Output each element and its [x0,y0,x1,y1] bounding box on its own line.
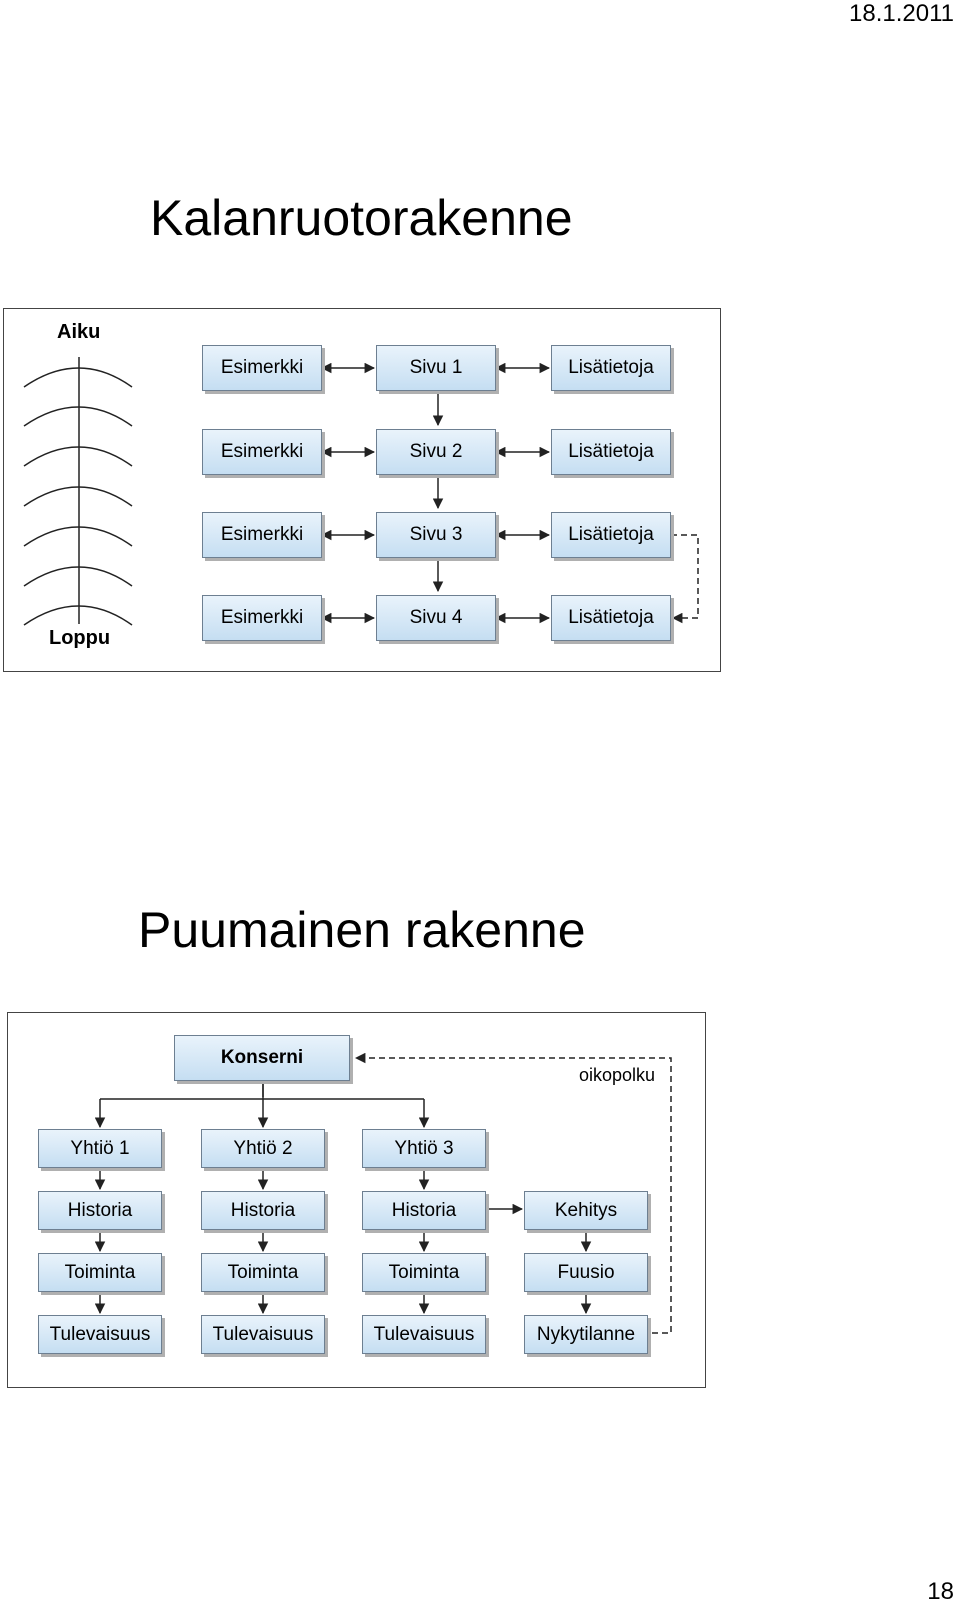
operations-box: Toiminta [38,1253,162,1292]
company-box: Yhtiö 1 [38,1129,162,1168]
history-box: Historia [362,1191,486,1230]
shortcut-dashed-arrow [354,1052,672,1334]
example-box: Esimerkki [202,345,322,391]
history-box: Historia [38,1191,162,1230]
fishbone-diagram: Aiku Loppu Esimerkki Sivu 1 Lisätietoja … [3,308,721,672]
fish-row-arrows [320,362,551,624]
example-box: Esimerkki [202,429,322,475]
future-box: Tulevaisuus [362,1315,486,1354]
page-number: 18 [927,1578,954,1605]
example-box: Esimerkki [202,595,322,641]
operations-box: Toiminta [362,1253,486,1292]
start-label: Aiku [57,321,101,343]
header-date: 18.1.2011 [849,0,954,27]
info-box: Lisätietoja [551,512,671,558]
tree-diagram: oikopolku Konserni Yhtiö 1 Historia Toim… [7,1012,706,1388]
tree-connectors [94,1052,672,1334]
root-branches [94,1081,430,1129]
operations-box: Toiminta [201,1253,325,1292]
root-box: Konserni [174,1035,350,1081]
company-box: Yhtiö 2 [201,1129,325,1168]
fishbone-connectors [23,357,699,626]
info-box: Lisätietoja [551,595,671,641]
page-box: Sivu 3 [376,512,496,558]
dashed-link-arrow [671,534,699,624]
info-box: Lisätietoja [551,345,671,391]
shortcut-label: oikopolku [579,1065,656,1085]
page-box: Sivu 2 [376,429,496,475]
company-box: Yhtiö 3 [362,1129,486,1168]
future-box: Tulevaisuus [201,1315,325,1354]
history-box: Historia [201,1191,325,1230]
info-box: Lisätietoja [551,429,671,475]
future-box: Tulevaisuus [38,1315,162,1354]
section-title-fishbone: Kalanruotorakenne [150,190,573,246]
tree-down-arrows [94,1168,592,1315]
page-box: Sivu 4 [376,595,496,641]
current-state-box: Nykytilanne [524,1315,648,1354]
section-title-tree: Puumainen rakenne [138,902,586,958]
fish-ribs [23,367,133,626]
example-box: Esimerkki [202,512,322,558]
end-label: Loppu [49,627,111,649]
merger-box: Fuusio [524,1253,648,1292]
page-box: Sivu 1 [376,345,496,391]
development-box: Kehitys [524,1191,648,1230]
